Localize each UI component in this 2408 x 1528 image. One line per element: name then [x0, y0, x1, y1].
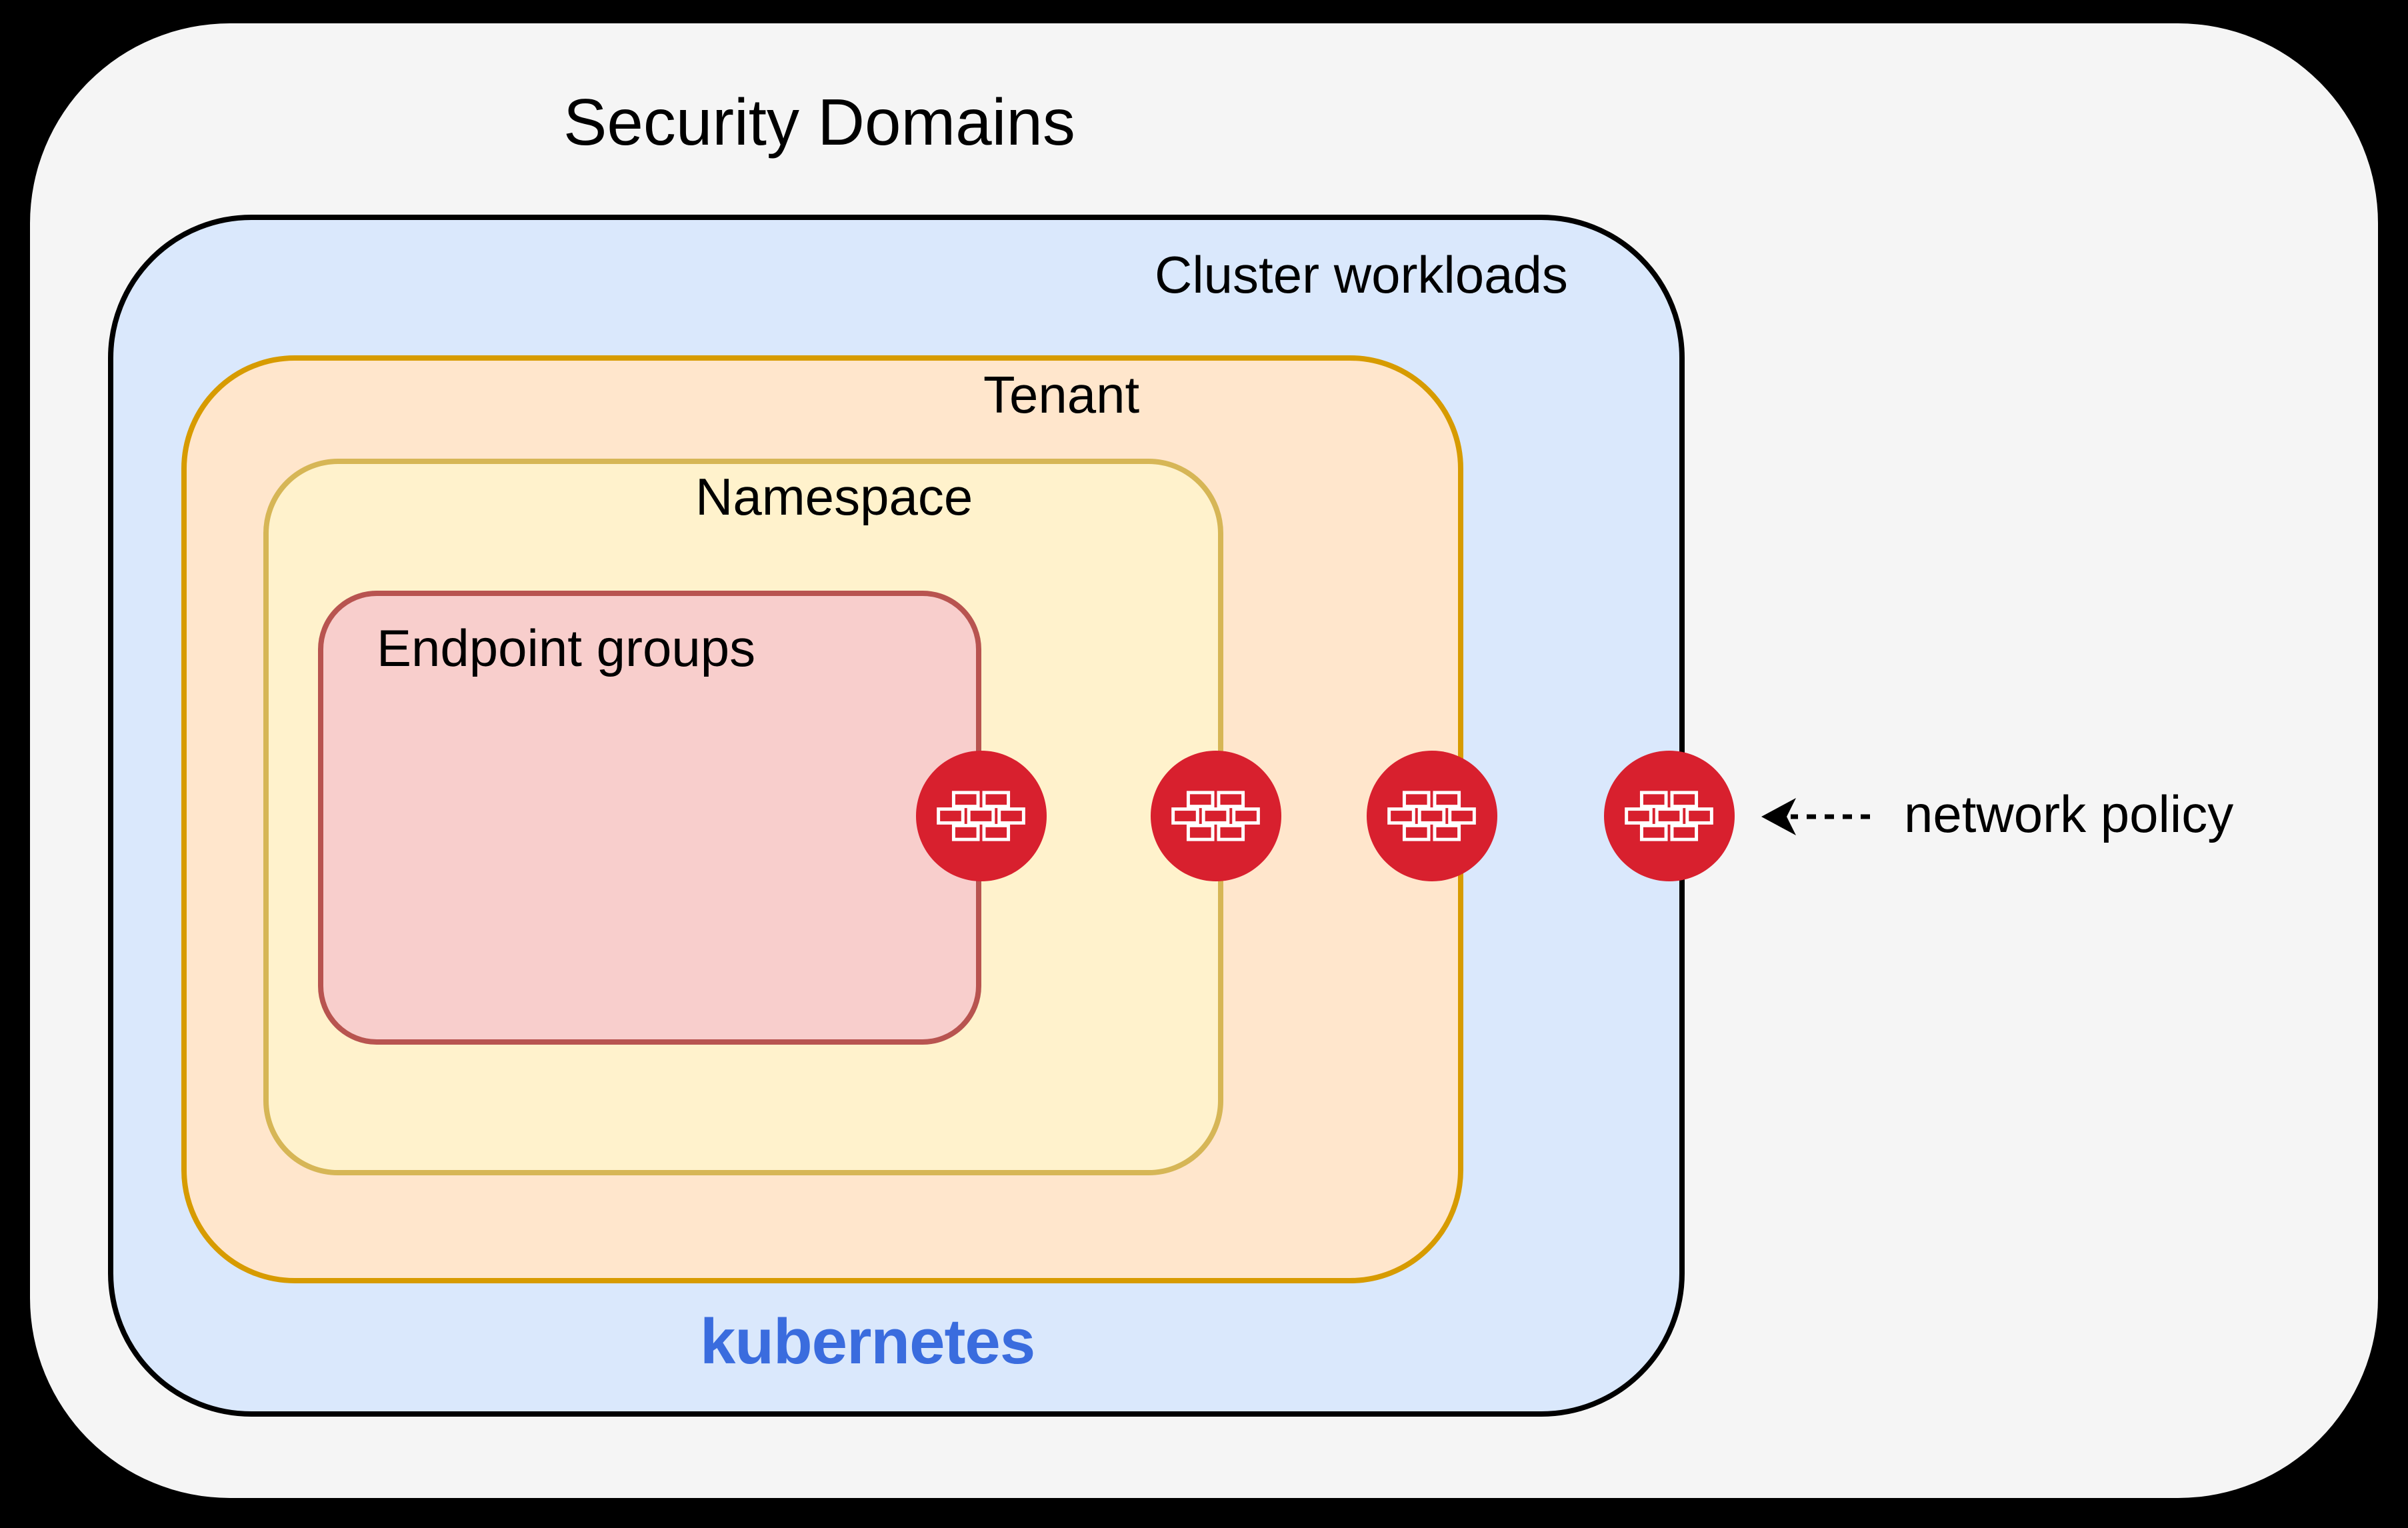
firewall-icon-namespace-boundary — [1150, 750, 1282, 882]
firewall-icon-tenant-boundary — [1366, 750, 1498, 882]
cluster-workloads-label: Cluster workloads — [1155, 245, 1568, 304]
endpoint-groups-box — [318, 591, 981, 1045]
network-policy-label: network policy — [1904, 785, 2234, 843]
page-title: Security Domains — [563, 85, 1075, 159]
network-policy-arrow-icon — [1761, 798, 1870, 835]
kubernetes-wordmark: kubernetes — [700, 1306, 1035, 1377]
endpoint-groups-label: Endpoint groups — [377, 619, 756, 677]
tenant-label: Tenant — [983, 365, 1140, 424]
namespace-label: Namespace — [695, 467, 973, 526]
firewall-icon-endpoint-boundary — [915, 750, 1047, 882]
firewall-icon-cluster-boundary — [1603, 750, 1735, 882]
